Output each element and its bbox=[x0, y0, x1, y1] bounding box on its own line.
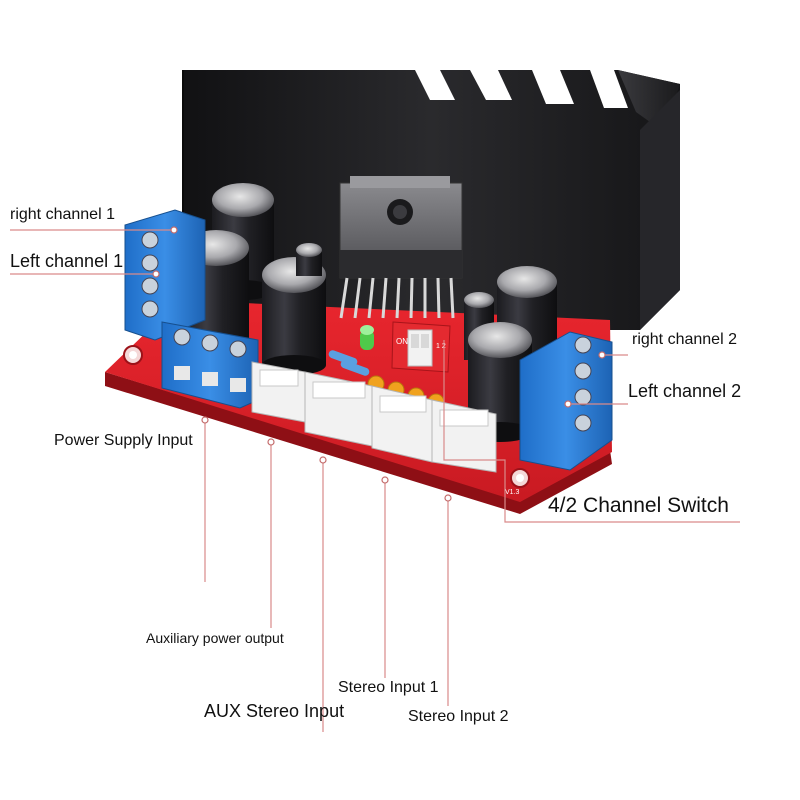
label-power-supply-input: Power Supply Input bbox=[54, 432, 193, 449]
connector-header bbox=[304, 371, 373, 447]
amplifier-ic bbox=[339, 176, 463, 279]
connector-header bbox=[431, 399, 497, 473]
channel-dip-switch: ON 1 2 bbox=[391, 321, 451, 373]
terminal-block-left-upper bbox=[124, 209, 206, 341]
connector-header bbox=[251, 361, 306, 423]
leader-dots bbox=[152, 226, 606, 502]
label-channel-switch: 4/2 Channel Switch bbox=[548, 494, 729, 517]
label-stereo-input-1: Stereo Input 1 bbox=[338, 679, 439, 696]
version-mark: V1.3 bbox=[505, 489, 520, 496]
label-auxiliary-power-output: Auxiliary power output bbox=[146, 630, 284, 646]
terminal-block-right bbox=[519, 331, 613, 471]
label-right-channel-2: right channel 2 bbox=[632, 331, 737, 348]
switch-number-mark: 1 2 bbox=[436, 343, 446, 350]
capacitor bbox=[262, 257, 326, 375]
connector-header bbox=[371, 385, 433, 463]
label-right-channel-1: right channel 1 bbox=[10, 206, 115, 223]
label-aux-stereo-input: AUX Stereo Input bbox=[204, 701, 345, 721]
terminal-block-power bbox=[161, 321, 259, 409]
resistor bbox=[328, 350, 370, 376]
green-led bbox=[360, 325, 374, 350]
ic-pins bbox=[339, 277, 455, 319]
label-left-channel-1: Left channel 1 bbox=[10, 251, 124, 271]
switch-on-mark: ON bbox=[396, 337, 408, 346]
label-left-channel-2: Left channel 2 bbox=[628, 381, 742, 401]
label-stereo-input-2: Stereo Input 2 bbox=[408, 708, 509, 725]
capacitor-small bbox=[296, 243, 322, 276]
leader-lines bbox=[10, 229, 740, 732]
